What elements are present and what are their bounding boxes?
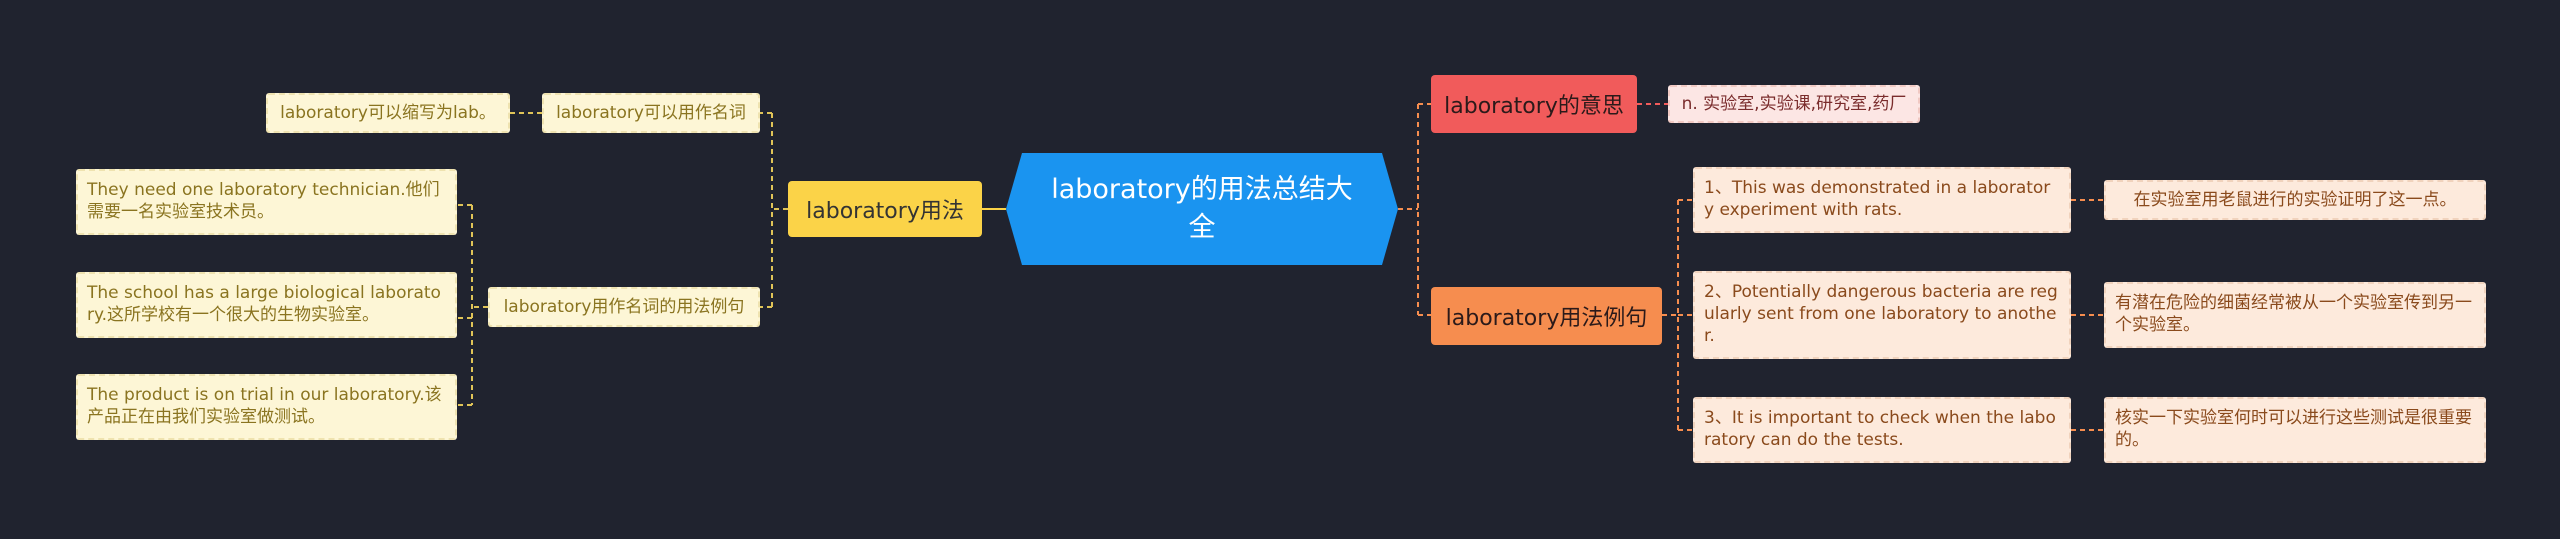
connector-examples-items [1662, 199, 1693, 431]
example-item-2-translation-text: 有潜在危险的细菌经常被从一个实验室传到另一个实验室。 [2115, 293, 2472, 335]
example-item-1-translation-text: 在实验室用老鼠进行的实验证明了这一点。 [2133, 190, 2457, 210]
connector-items-translations [2071, 199, 2104, 431]
example-item-2-translation[interactable]: 有潜在危险的细菌经常被从一个实验室传到另一个实验室。 [2104, 282, 2486, 348]
example-item-1-translation[interactable]: 在实验室用老鼠进行的实验证明了这一点。 [2104, 180, 2486, 220]
example-item-1[interactable]: 1、This was demonstrated in a laboratory … [1693, 167, 2071, 233]
connector-usage-subtopics [760, 112, 788, 308]
subtopic-noun-examples-label: laboratory用作名词的用法例句 [503, 297, 745, 317]
connector-center-right [1398, 103, 1431, 316]
subtopic-noun-label: laboratory可以用作名词 [556, 103, 746, 123]
example-biological-lab[interactable]: The school has a large biological labora… [76, 272, 457, 338]
note-abbreviation-text: laboratory可以缩写为lab。 [280, 103, 496, 123]
branch-examples-label: laboratory用法例句 [1445, 306, 1648, 331]
branch-meaning[interactable]: laboratory的意思 [1431, 75, 1637, 133]
subtopic-noun-examples[interactable]: laboratory用作名词的用法例句 [488, 287, 760, 327]
central-topic[interactable]: laboratory的用法总结大全 [1006, 153, 1398, 265]
example-item-2[interactable]: 2、Potentially dangerous bacteria are reg… [1693, 271, 2071, 359]
branch-usage-label: laboratory用法 [806, 199, 964, 224]
example-item-3-translation-text: 核实一下实验室何时可以进行这些测试是很重要的。 [2115, 408, 2472, 450]
central-topic-label: laboratory的用法总结大全 [1051, 174, 1353, 243]
note-abbreviation[interactable]: laboratory可以缩写为lab。 [266, 93, 510, 133]
meaning-detail[interactable]: n. 实验室,实验课,研究室,药厂 [1668, 85, 1920, 123]
example-on-trial[interactable]: The product is on trial in our laborator… [76, 374, 457, 440]
branch-usage[interactable]: laboratory用法 [788, 181, 982, 237]
subtopic-noun[interactable]: laboratory可以用作名词 [542, 93, 760, 133]
meaning-detail-text: n. 实验室,实验课,研究室,药厂 [1681, 94, 1907, 114]
example-biological-lab-text: The school has a large biological labora… [87, 283, 441, 325]
example-technician-text: They need one laboratory technician.他们需要… [87, 180, 440, 222]
branch-examples[interactable]: laboratory用法例句 [1431, 287, 1662, 345]
example-item-3-text: 3、It is important to check when the labo… [1704, 408, 2056, 450]
example-item-3[interactable]: 3、It is important to check when the labo… [1693, 397, 2071, 463]
example-item-2-text: 2、Potentially dangerous bacteria are reg… [1704, 282, 2058, 346]
example-item-3-translation[interactable]: 核实一下实验室何时可以进行这些测试是很重要的。 [2104, 397, 2486, 463]
example-technician[interactable]: They need one laboratory technician.他们需要… [76, 169, 457, 235]
branch-meaning-label: laboratory的意思 [1444, 94, 1624, 119]
example-item-1-text: 1、This was demonstrated in a laboratory … [1704, 178, 2051, 220]
connector-noun-examples [457, 204, 488, 406]
example-on-trial-text: The product is on trial in our laborator… [87, 385, 442, 427]
